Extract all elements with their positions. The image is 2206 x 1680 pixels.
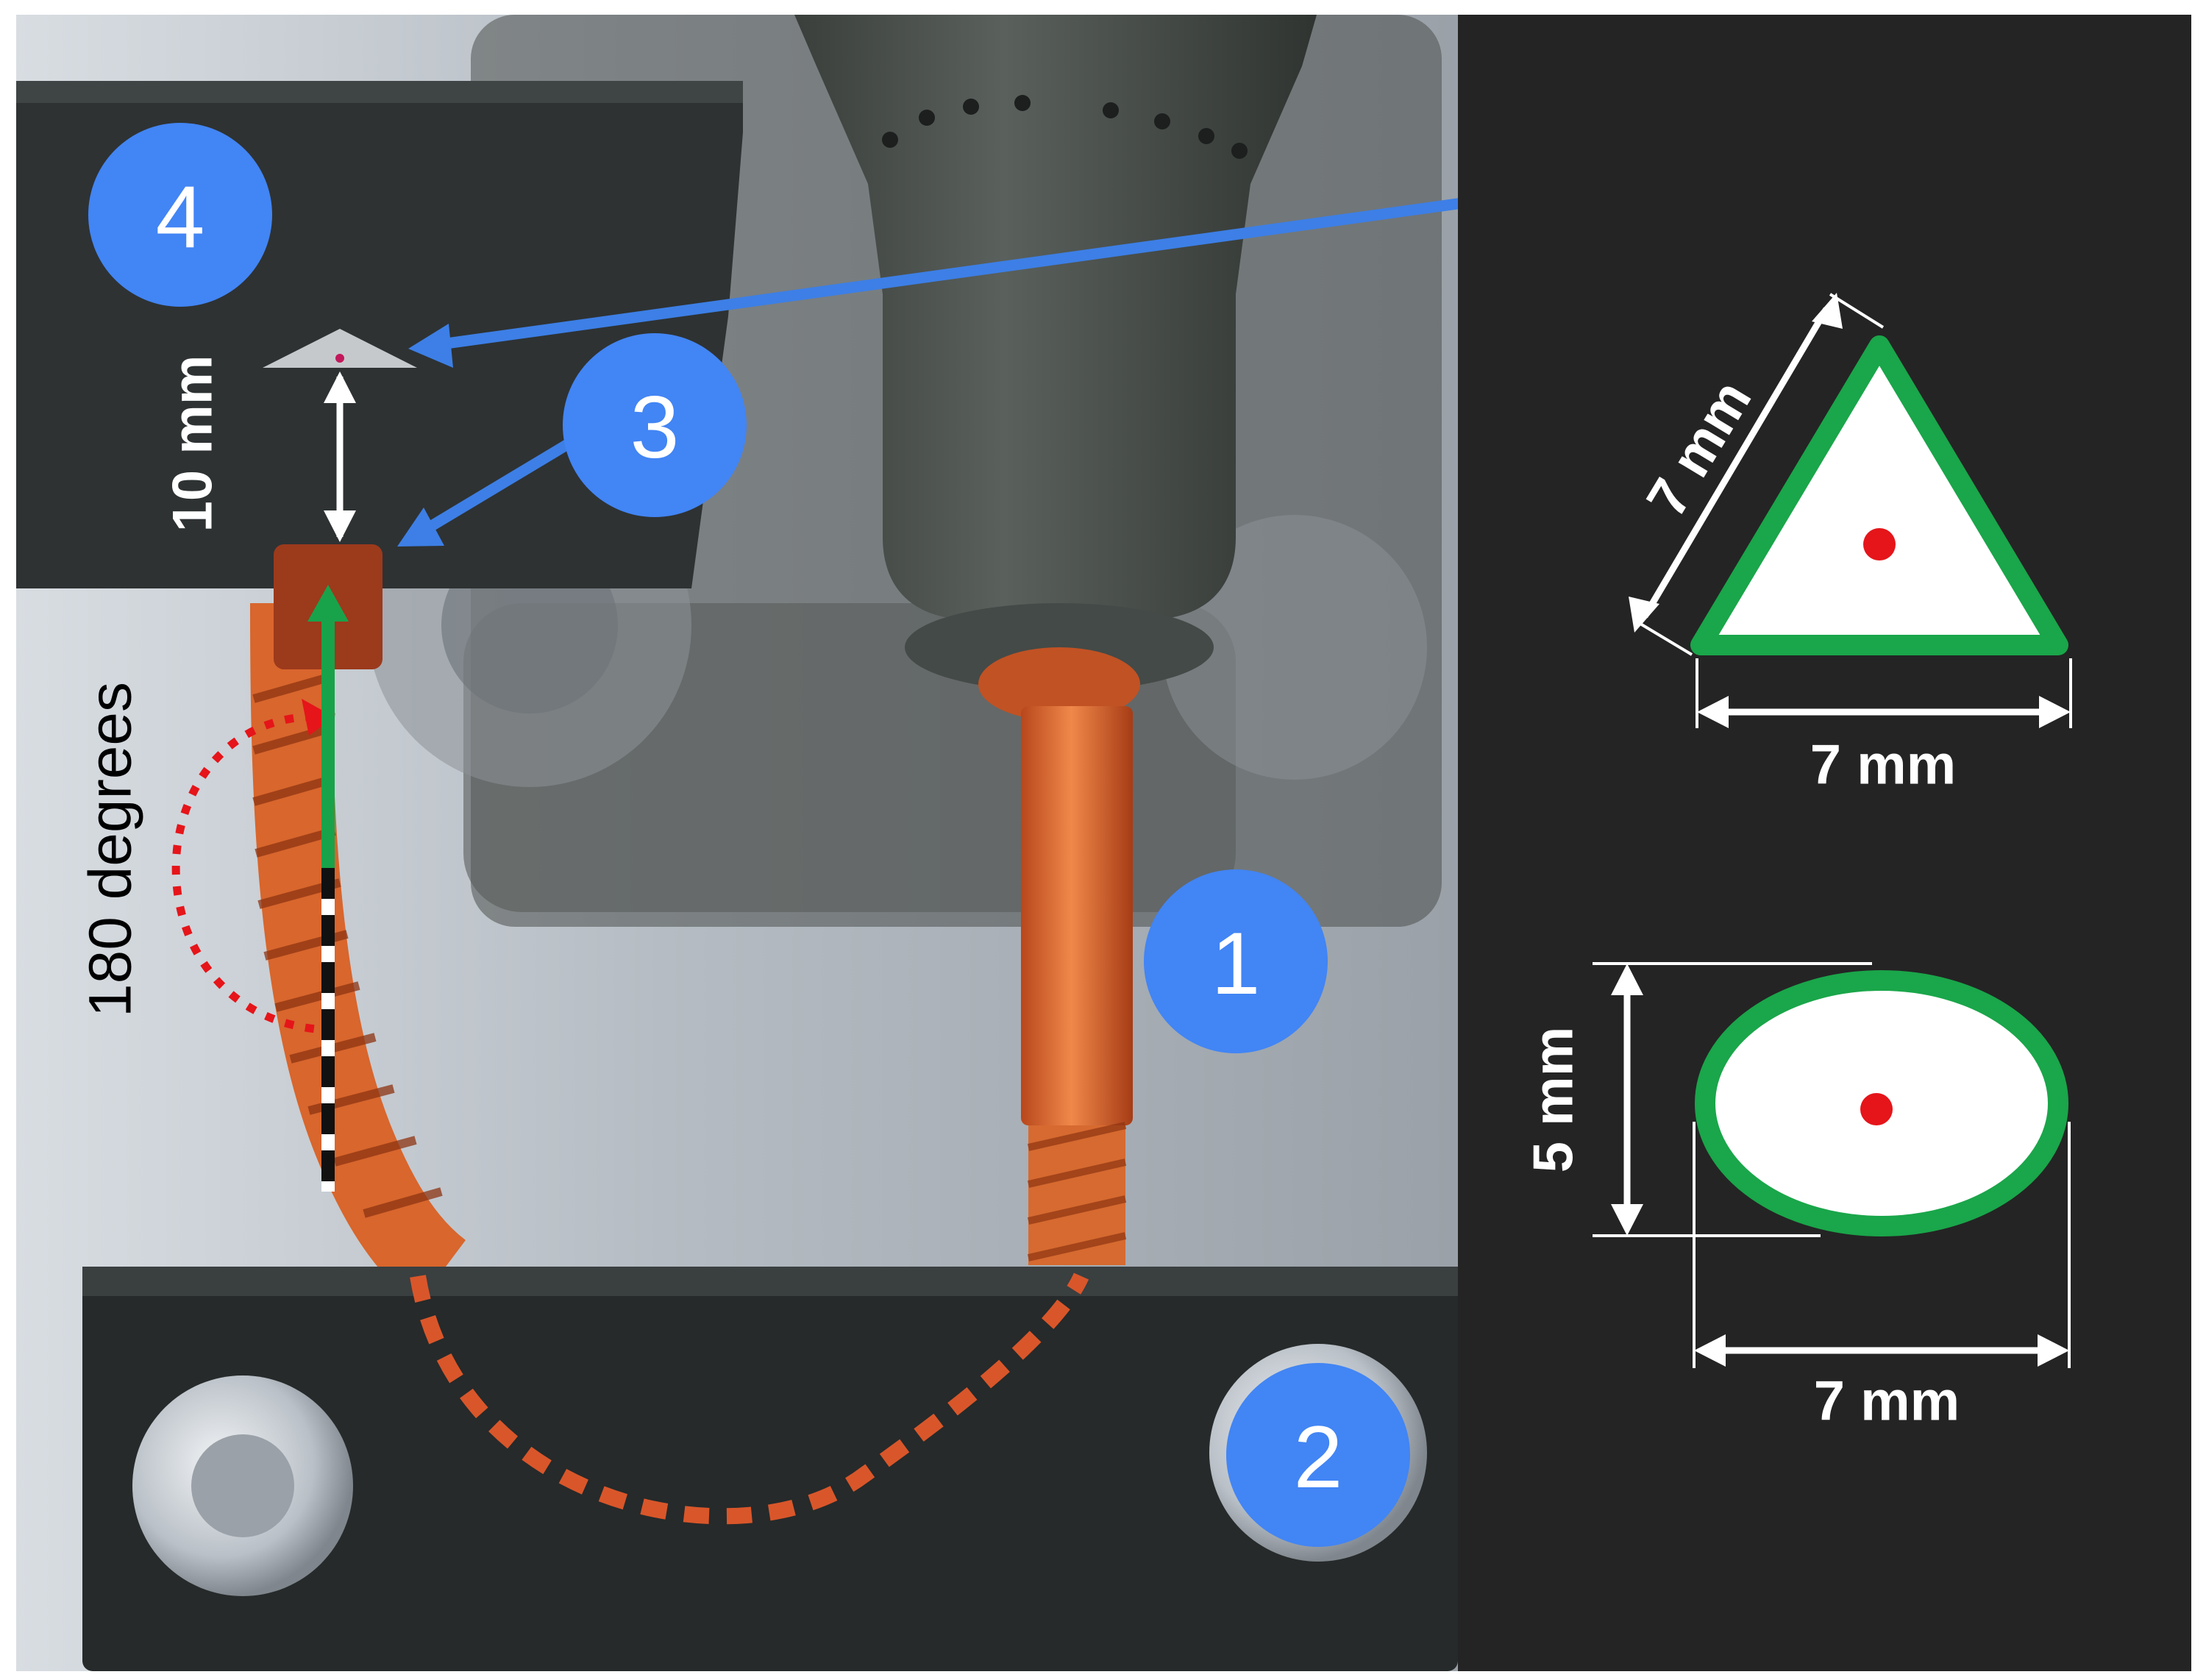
cross-section-panel: 7 mm 7 mm 5 mm 7 mm <box>1458 15 2191 1671</box>
badge-2-label: 2 <box>1294 1408 1343 1506</box>
arrow-5 <box>429 187 1539 352</box>
gap-dimension-arrow-top <box>324 371 356 403</box>
ellipse-width-label: 7 mm <box>1814 1370 1960 1433</box>
nozzle <box>794 15 1317 618</box>
arrow-5-head <box>408 324 453 368</box>
ellipse-height-arrow-bottom <box>1611 1204 1643 1236</box>
gap-label: 10 mm <box>162 355 224 533</box>
triangle-side-extension-top <box>1829 293 1885 329</box>
base-block-top <box>82 1267 1458 1296</box>
badge-1: 1 <box>1144 869 1328 1053</box>
badge-1-label: 1 <box>1211 914 1261 1013</box>
triangle-cross-section: 7 mm 7 mm <box>1629 293 2072 797</box>
triangle-base-arrow-left <box>1697 696 1729 728</box>
badge-4: 4 <box>88 123 272 307</box>
ellipse-height-arrow-top <box>1611 964 1643 995</box>
ellipse-width-arrow-left <box>1694 1334 1726 1367</box>
left-bolt-head <box>191 1434 294 1537</box>
gap-dimension-arrow-bottom <box>324 510 356 542</box>
triangle-target <box>263 329 417 368</box>
ellipse-height-label: 5 mm <box>1523 1027 1585 1173</box>
badge-4-label: 4 <box>156 168 205 266</box>
triangle-side-arrow-bottom <box>1629 597 1659 633</box>
badge-3-label: 3 <box>630 378 680 477</box>
panel-background <box>1458 15 2191 1671</box>
triangle-shape <box>1690 335 2068 655</box>
photo: 10 mm 180 degrees 1 2 3 4 5 <box>16 15 1684 1671</box>
badge-3: 3 <box>563 333 747 517</box>
guide-arrow-head <box>307 585 349 622</box>
bend-arc <box>410 1273 1089 1525</box>
ellipse-width-arrow-right <box>2038 1334 2069 1367</box>
triangle-base-label: 7 mm <box>1810 734 1957 797</box>
base-block <box>82 1267 1458 1671</box>
straight-tube-ribs <box>1027 1122 1127 1261</box>
target-dot <box>335 354 344 363</box>
ellipse-center-dot <box>1860 1093 1893 1125</box>
badge-2: 2 <box>1226 1363 1410 1547</box>
angle-label: 180 degrees <box>77 682 144 1017</box>
top-plate-edge <box>16 81 743 103</box>
triangle-base-arrow-right <box>2039 696 2071 728</box>
triangle-side-dimension-line <box>1642 307 1829 619</box>
triangle-side-extension-bottom <box>1635 620 1693 656</box>
triangle-side-arrow-top <box>1812 293 1843 329</box>
background-wheel-right <box>1162 515 1427 780</box>
arrow-3-head <box>397 508 444 547</box>
triangle-center-dot <box>1863 528 1896 560</box>
angle-arc-arrowhead <box>302 699 335 736</box>
nozzle-tip-resin <box>978 647 1140 721</box>
ellipse-cross-section: 5 mm 7 mm <box>1523 962 2071 1433</box>
nozzle-holes <box>882 95 1248 159</box>
straight-tube <box>1021 706 1133 1125</box>
